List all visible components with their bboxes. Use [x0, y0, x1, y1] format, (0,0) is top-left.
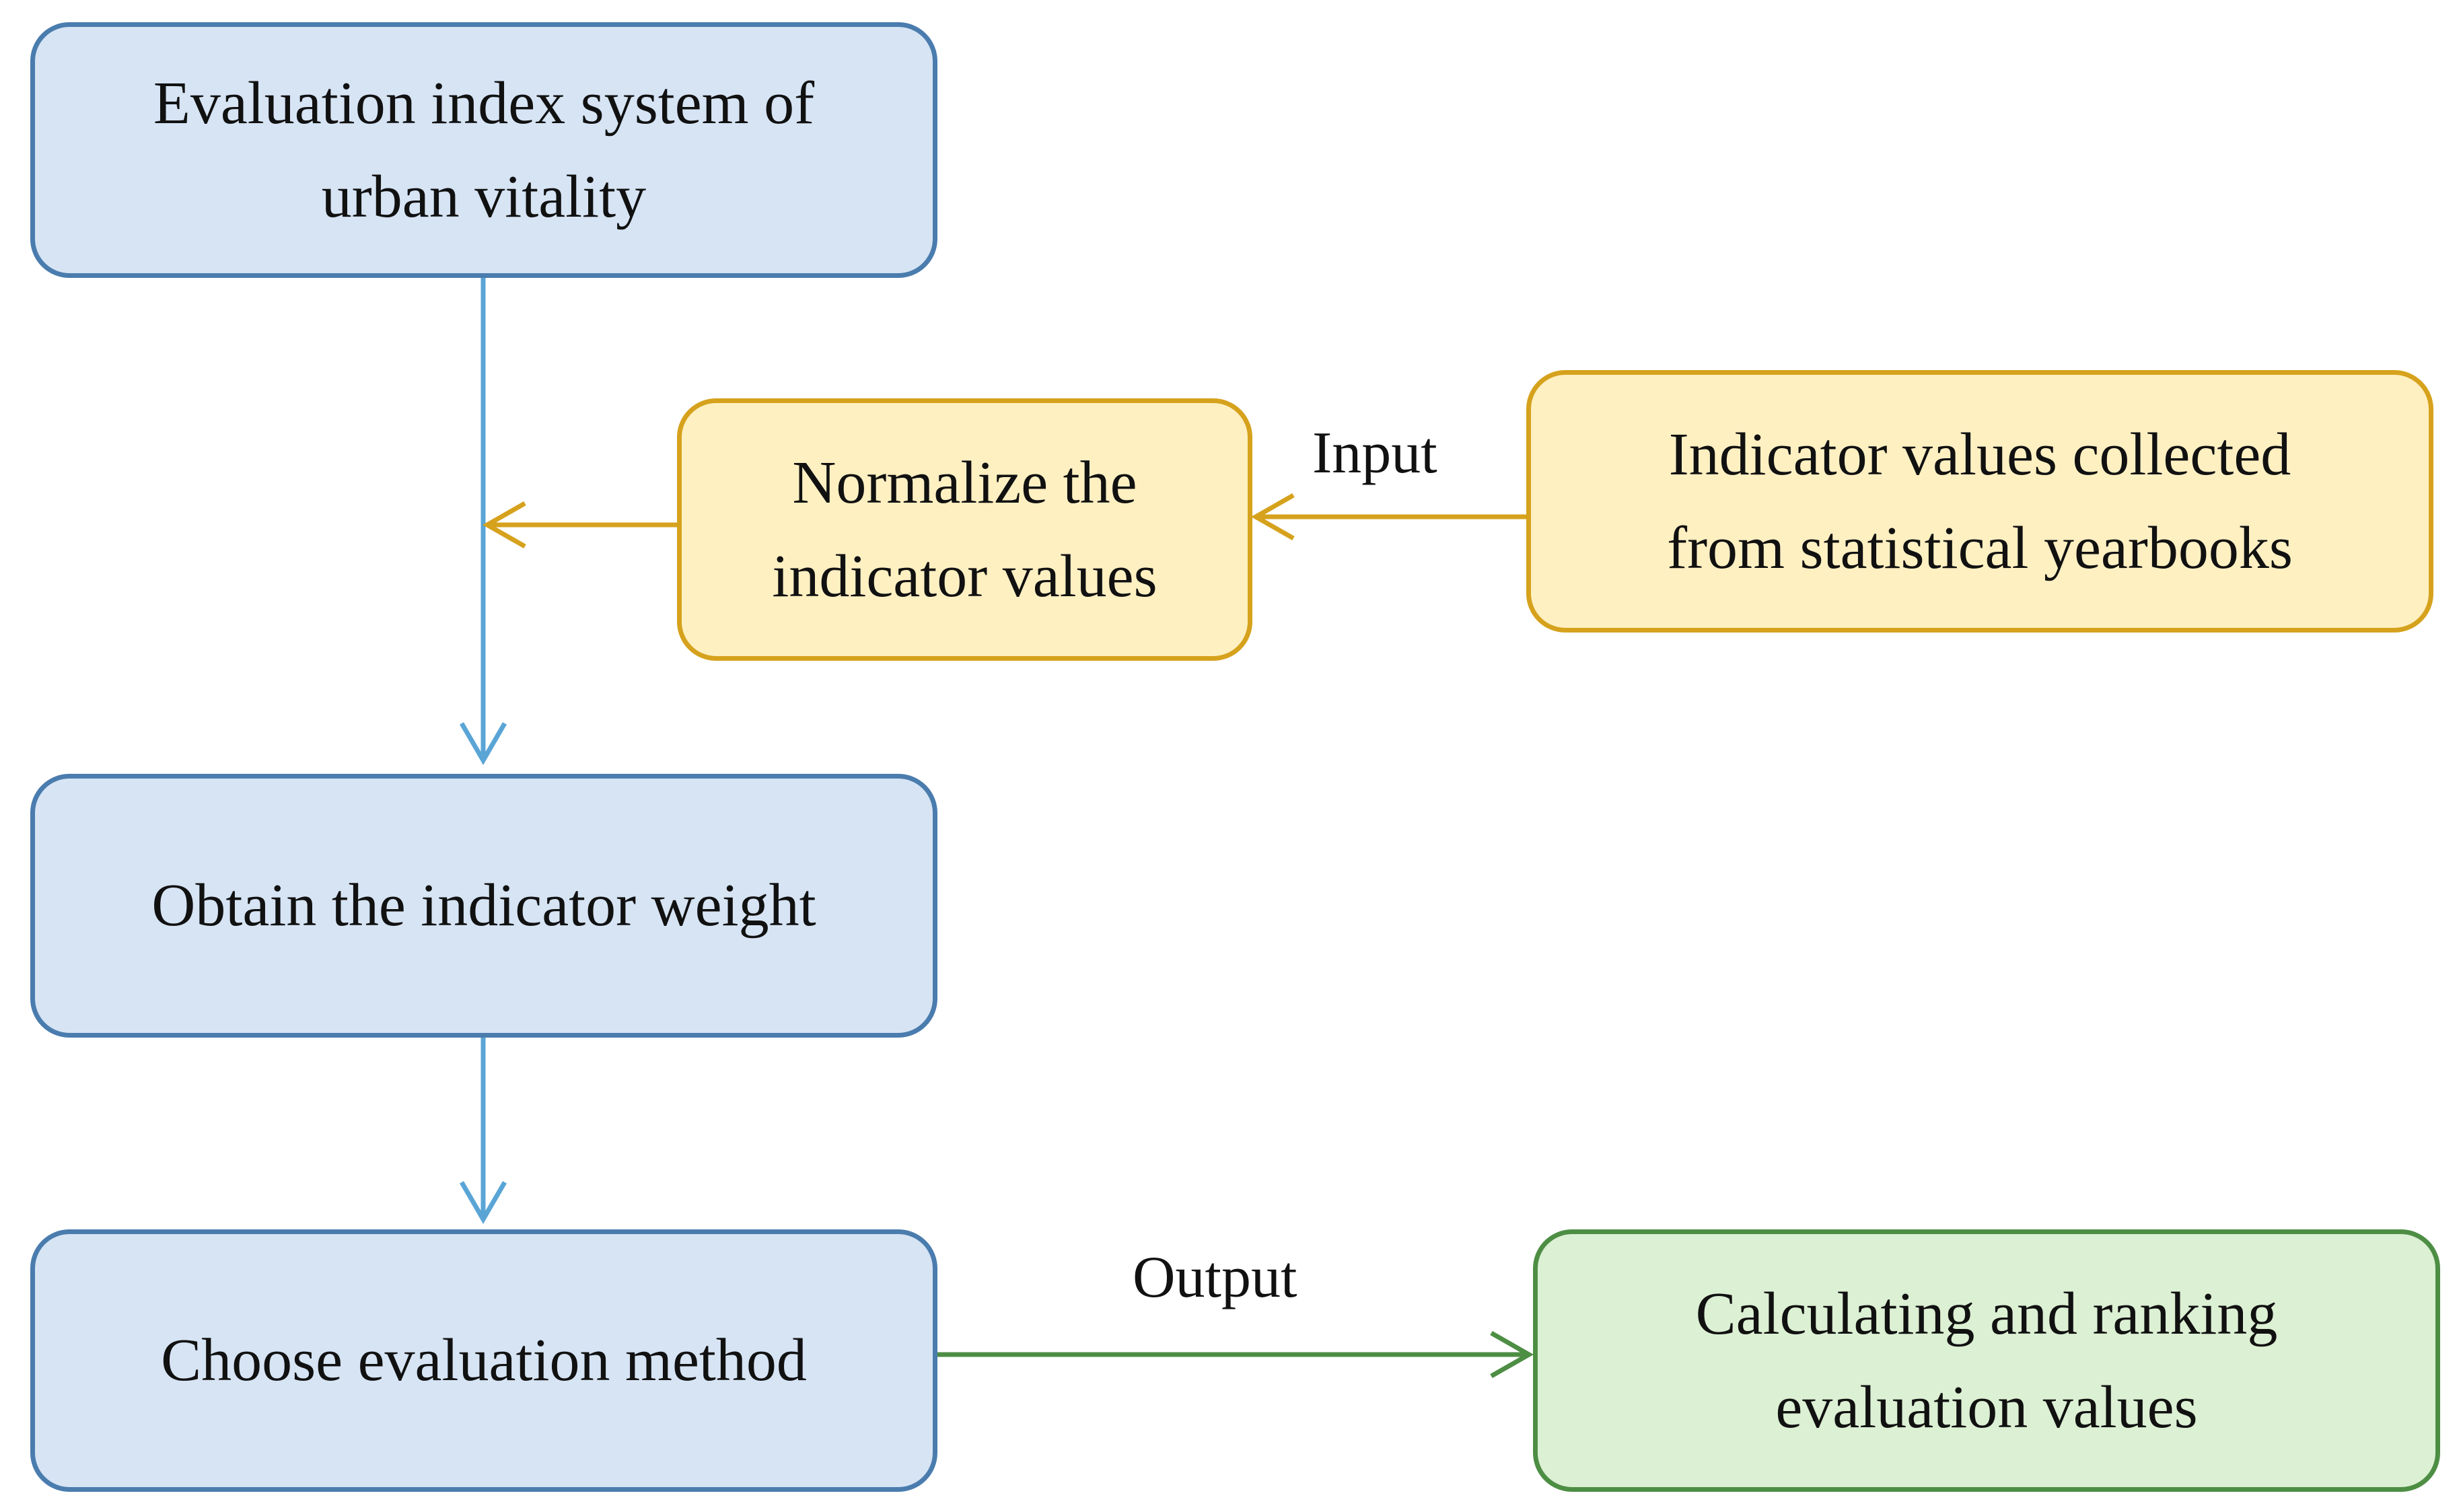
- obtain-weight-label: Obtain the indicator weight: [151, 872, 816, 939]
- normalize-label: Normalize the indicator values: [772, 449, 1157, 610]
- output-edge-label: Output: [1133, 1245, 1297, 1310]
- arrowhead-to-normalize: [1250, 493, 1295, 541]
- arrowhead-to-calculate: [1490, 1330, 1534, 1379]
- evaluation-index-box: Evaluation index system of urban vitalit…: [30, 22, 937, 278]
- collected-values-label: Indicator values collected from statisti…: [1667, 421, 2293, 582]
- choose-method-box: Choose evaluation method: [30, 1229, 937, 1492]
- collected-values-box: Indicator values collected from statisti…: [1526, 370, 2433, 633]
- normalize-box: Normalize the indicator values: [677, 398, 1252, 661]
- calculate-rank-label: Calculating and ranking evaluation value…: [1695, 1280, 2278, 1441]
- obtain-weight-box: Obtain the indicator weight: [30, 774, 937, 1038]
- choose-method-label: Choose evaluation method: [161, 1327, 807, 1394]
- arrowhead-to-main: [482, 501, 526, 549]
- evaluation-index-label: Evaluation index system of urban vitalit…: [153, 69, 815, 231]
- arrowhead-to-weight: [459, 722, 507, 765]
- calculate-rank-box: Calculating and ranking evaluation value…: [1533, 1229, 2440, 1492]
- arrowhead-to-method: [459, 1181, 507, 1224]
- input-edge-label: Input: [1312, 421, 1437, 486]
